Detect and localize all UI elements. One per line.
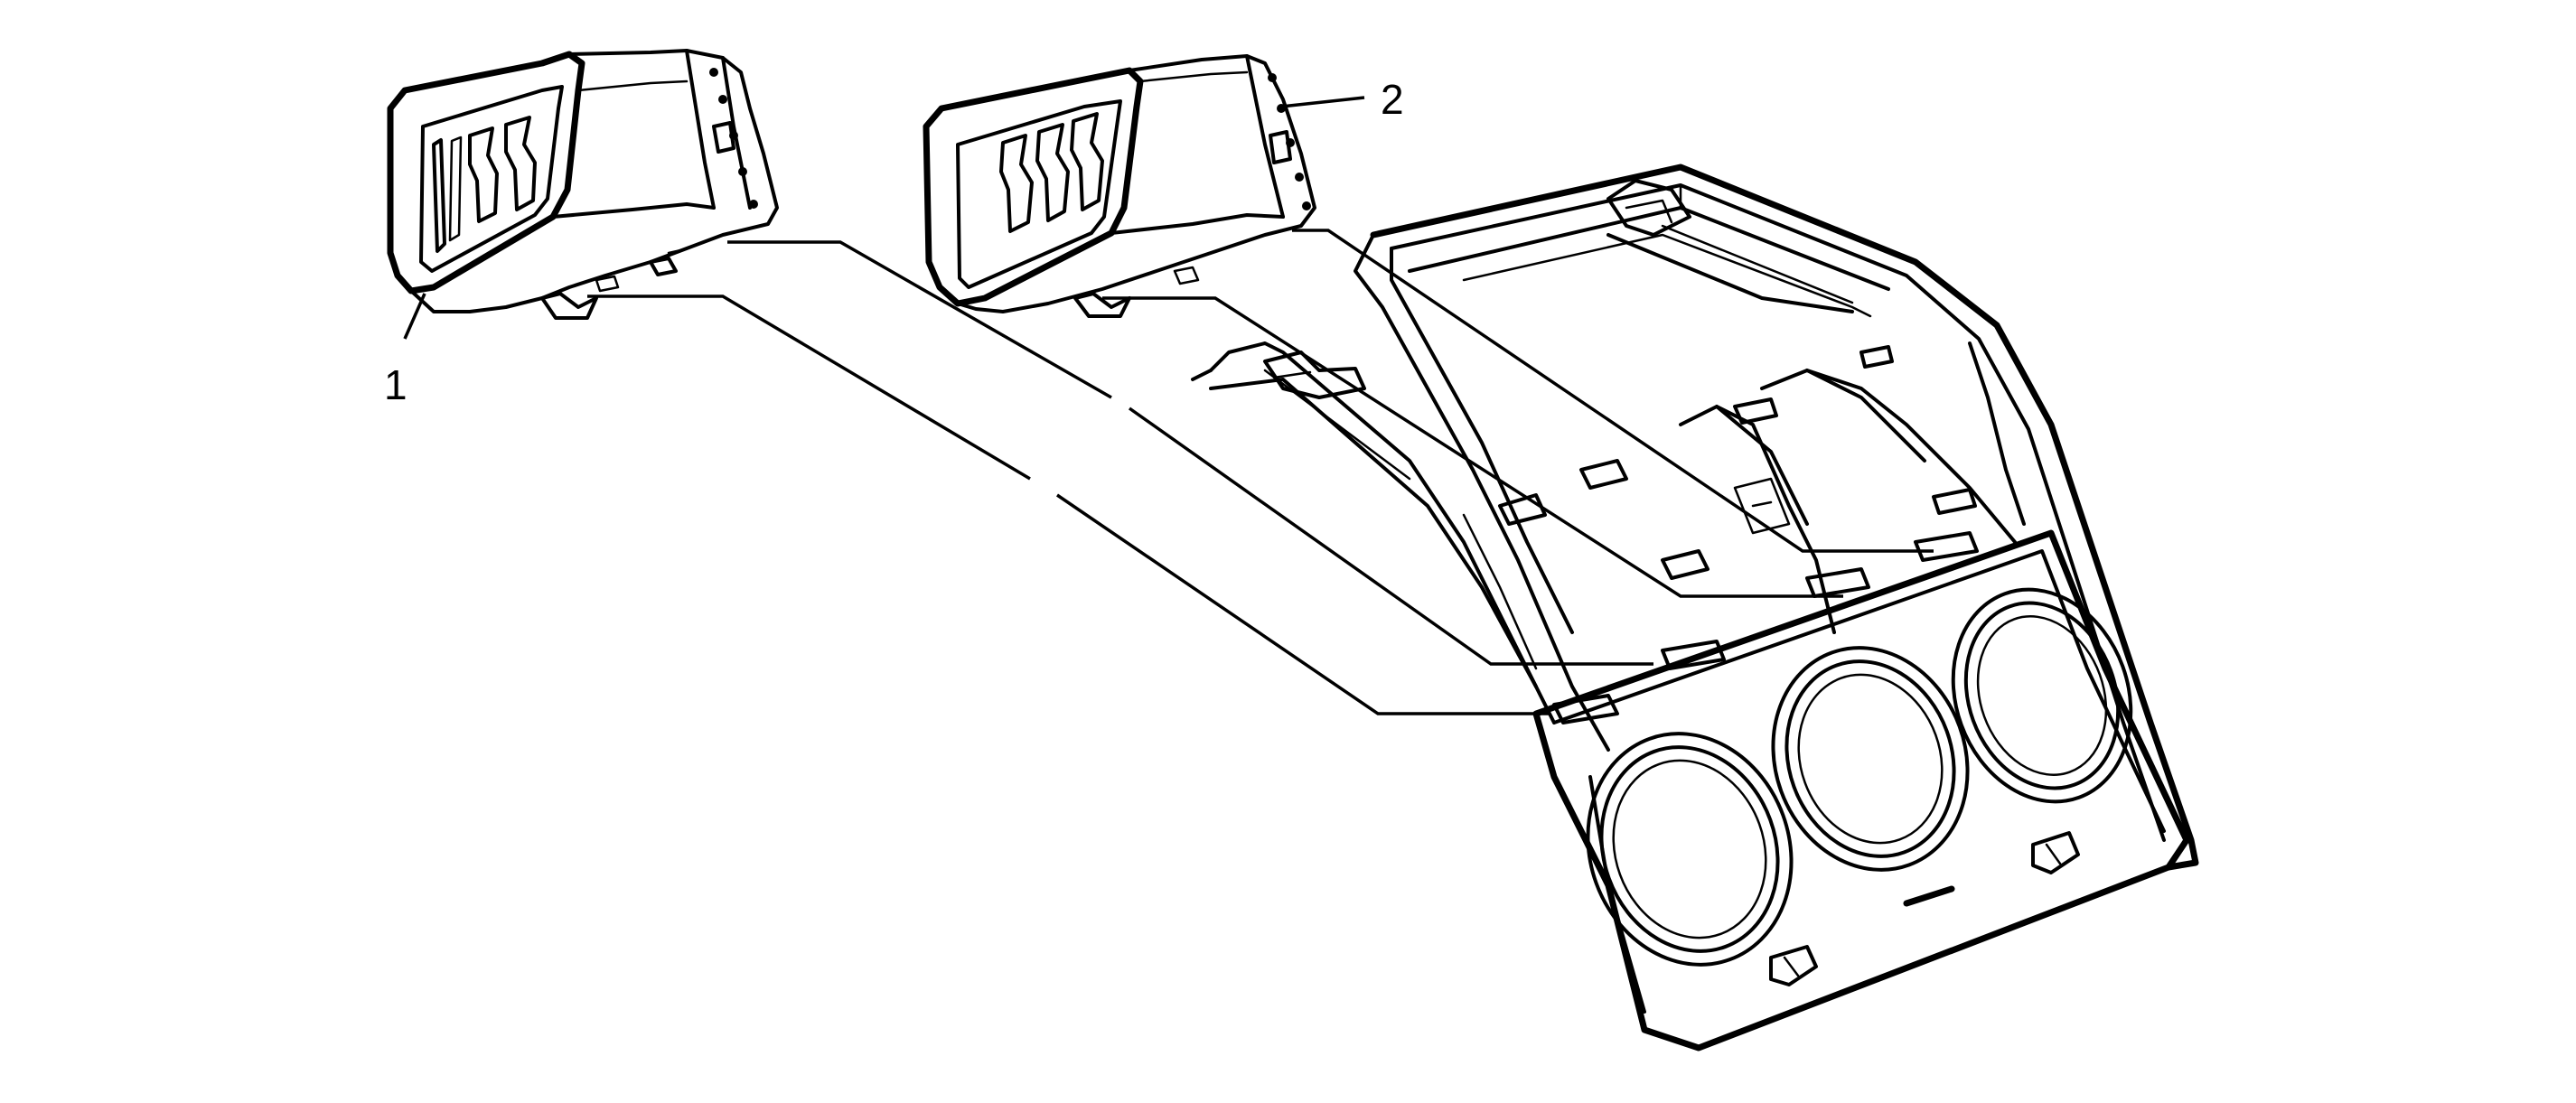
installation-leader-lines xyxy=(587,229,1934,715)
callout-2: 2 xyxy=(1280,76,1404,123)
callout-1: 1 xyxy=(384,293,426,408)
callout-2-label: 2 xyxy=(1381,76,1404,123)
instrument-panel-carrier xyxy=(1191,164,2199,1052)
air-outlet-duct-2 xyxy=(923,54,1316,318)
air-outlet-duct-1 xyxy=(387,49,779,320)
callout-1-label: 1 xyxy=(384,361,407,408)
